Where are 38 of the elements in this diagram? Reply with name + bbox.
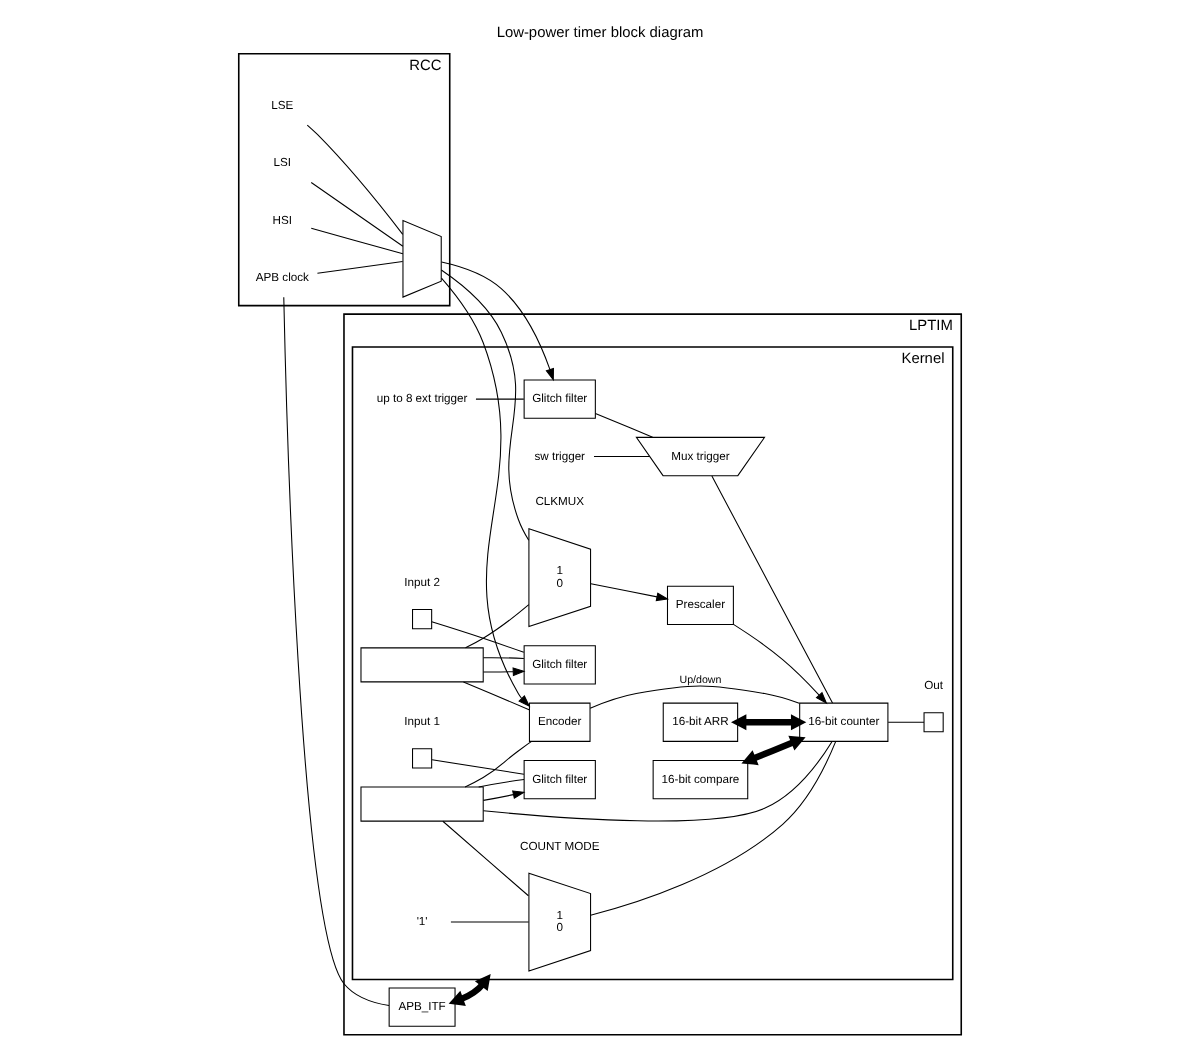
connector	[481, 741, 832, 822]
arrow	[439, 277, 530, 708]
connector	[710, 475, 833, 704]
connector	[592, 456, 650, 458]
connector	[309, 182, 403, 247]
connector	[886, 721, 924, 723]
connector	[439, 269, 529, 541]
connector	[589, 741, 836, 916]
connector	[474, 398, 524, 400]
arrow	[740, 735, 805, 766]
connector	[463, 741, 531, 788]
connector	[441, 820, 528, 897]
connector	[593, 412, 653, 438]
connector	[309, 227, 403, 255]
node-box	[922, 712, 943, 733]
connector	[461, 681, 529, 711]
arrow	[481, 667, 525, 677]
connector	[481, 657, 524, 660]
node-box	[411, 609, 432, 630]
connector	[477, 779, 524, 788]
arrow	[731, 623, 827, 705]
connector	[464, 604, 529, 649]
node-trapezium	[401, 219, 441, 298]
arrow	[730, 714, 806, 731]
node-box	[359, 786, 483, 822]
connector	[282, 296, 389, 1007]
connector	[430, 759, 524, 775]
arrow	[447, 974, 490, 1007]
node-box	[411, 748, 432, 769]
arrow	[589, 583, 668, 602]
connector	[315, 260, 403, 274]
connector	[449, 921, 529, 923]
connector	[430, 621, 524, 653]
arrow	[481, 790, 525, 801]
connector	[305, 124, 403, 235]
arrow	[440, 261, 553, 382]
connector	[588, 685, 799, 709]
node-box	[359, 647, 483, 683]
